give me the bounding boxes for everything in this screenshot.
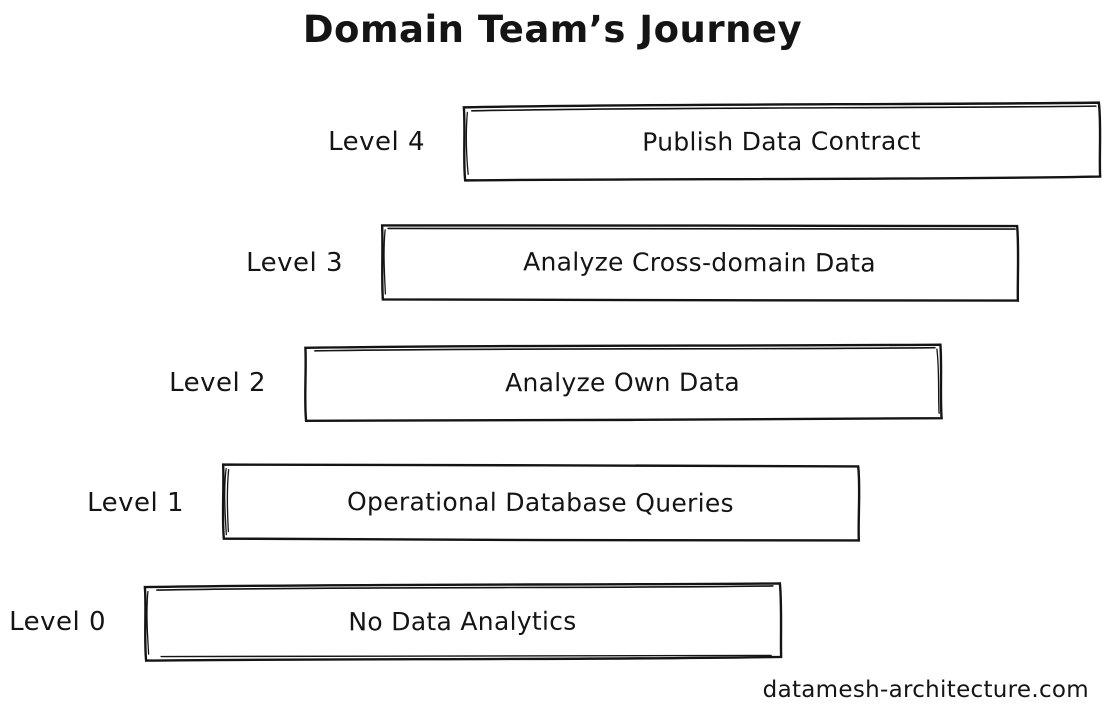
level-1-box: Operational Database Queries — [219, 461, 862, 545]
level-0-box: No Data Analytics — [141, 580, 784, 663]
level-4-box: Publish Data Contract — [460, 100, 1103, 184]
level-3-box: Analyze Cross-domain Data — [378, 221, 1021, 304]
level-1-text: Operational Database Queries — [347, 487, 734, 518]
level-3-label: Level 3 — [246, 247, 343, 278]
level-1-label: Level 1 — [87, 487, 184, 518]
level-0-label: Level 0 — [9, 606, 106, 637]
level-4-label: Level 4 — [328, 126, 425, 157]
level-4-text: Publish Data Contract — [642, 126, 921, 157]
level-2-box: Analyze Own Data — [301, 341, 944, 424]
level-2-text: Analyze Own Data — [505, 367, 740, 398]
level-2-label: Level 2 — [169, 367, 266, 398]
level-3-text: Analyze Cross-domain Data — [523, 247, 876, 278]
diagram-title: Domain Team’s Journey — [302, 8, 803, 51]
level-0-text: No Data Analytics — [348, 606, 577, 637]
footer-url: datamesh-architecture.com — [762, 677, 1089, 703]
